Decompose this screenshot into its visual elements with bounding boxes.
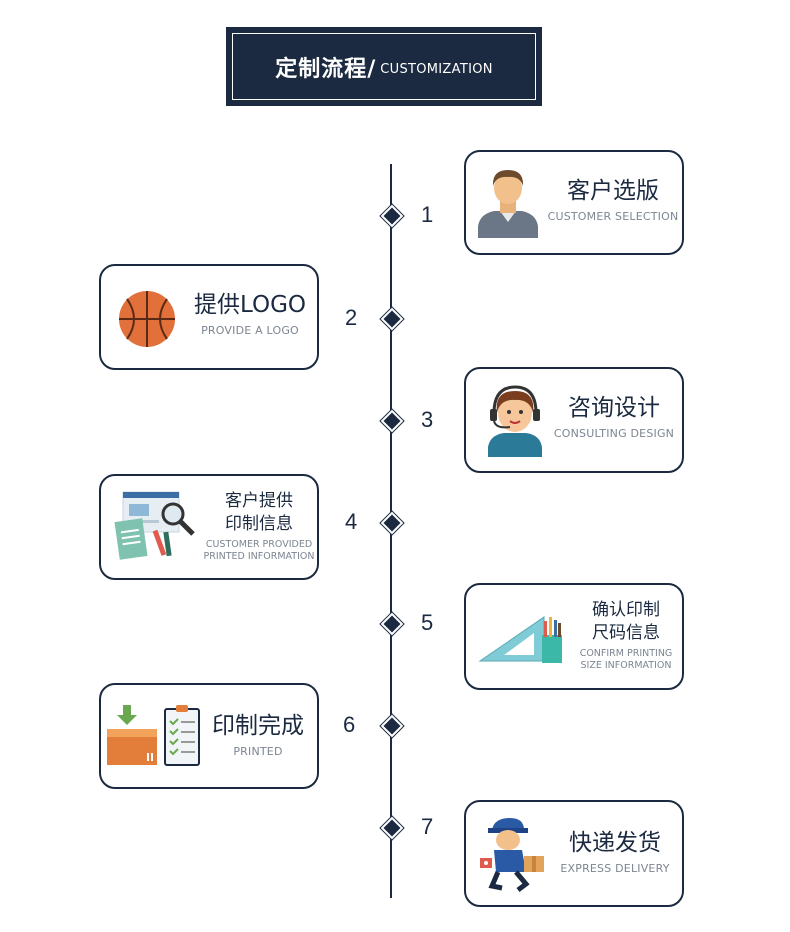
step-title-cn-line1: 客户提供 bbox=[225, 491, 293, 511]
customer-person-icon bbox=[478, 170, 538, 238]
step-title-cn: 快递发货 bbox=[569, 830, 661, 856]
step-text-7: 快递发货 EXPRESS DELIVERY bbox=[548, 830, 682, 875]
documents-magnifier-icon bbox=[114, 491, 195, 560]
step-title-en-line1: CONFIRM PRINTING bbox=[579, 647, 673, 659]
step-card-printed: 印制完成 PRINTED bbox=[99, 683, 319, 789]
step-title-cn: 提供LOGO bbox=[193, 292, 307, 318]
step-card-consulting-design: 咨询设计 CONSULTING DESIGN bbox=[464, 367, 684, 473]
step-card-provide-print-info: 客户提供 印制信息 CUSTOMER PROVIDED PRINTED INFO… bbox=[99, 474, 319, 580]
box-checklist-icon bbox=[107, 705, 200, 766]
step-number-3: 3 bbox=[421, 407, 434, 432]
step-title-cn: 咨询设计 bbox=[568, 395, 660, 421]
step-title-cn-line1: 确认印制 bbox=[592, 600, 660, 620]
ruler-pencils-icon bbox=[478, 616, 562, 663]
step-text-6: 印制完成 PRINTED bbox=[205, 713, 311, 758]
step-title-en-line1: CUSTOMER PROVIDED bbox=[205, 538, 313, 550]
timeline-marker-5 bbox=[380, 612, 404, 636]
timeline-marker-7 bbox=[380, 816, 404, 840]
courier-icon bbox=[480, 818, 544, 892]
step-title-en-line2: SIZE INFORMATION bbox=[580, 659, 672, 671]
step-title-cn-line2: 尺码信息 bbox=[592, 622, 660, 643]
step-title-en-line2: PRINTED INFORMATION bbox=[203, 550, 315, 562]
step-number-2: 2 bbox=[345, 305, 358, 330]
timeline-marker-6 bbox=[380, 714, 404, 738]
step-number-7: 7 bbox=[421, 814, 434, 839]
step-number-5: 5 bbox=[421, 610, 434, 635]
step-card-confirm-size-info: 确认印制 尺码信息 CONFIRM PRINTING SIZE INFORMAT… bbox=[464, 583, 684, 690]
step-number-4: 4 bbox=[345, 509, 358, 534]
step-card-provide-logo: 提供LOGO PROVIDE A LOGO bbox=[99, 264, 319, 370]
page-header: 定制流程/ CUSTOMIZATION bbox=[226, 27, 542, 106]
step-number-1: 1 bbox=[421, 202, 434, 227]
headset-consultant-icon bbox=[488, 385, 542, 457]
timeline-marker-2 bbox=[380, 307, 404, 331]
step-title-en: CONSULTING DESIGN bbox=[553, 426, 675, 440]
step-card-customer-selection: 客户选版 CUSTOMER SELECTION bbox=[464, 150, 684, 255]
timeline-marker-3 bbox=[380, 409, 404, 433]
header-frame: 定制流程/ CUSTOMIZATION bbox=[232, 33, 536, 100]
step-text-2: 提供LOGO PROVIDE A LOGO bbox=[183, 292, 317, 337]
timeline-marker-4 bbox=[380, 511, 404, 535]
step-title-cn: 客户选版 bbox=[567, 178, 659, 204]
step-title-en: PROVIDE A LOGO bbox=[201, 323, 299, 337]
step-title-cn: 印制完成 bbox=[212, 713, 304, 739]
step-text-1: 客户选版 CUSTOMER SELECTION bbox=[546, 178, 680, 223]
step-text-3: 咨询设计 CONSULTING DESIGN bbox=[546, 395, 682, 440]
step-text-4: 客户提供 印制信息 CUSTOMER PROVIDED PRINTED INFO… bbox=[201, 490, 317, 563]
step-text-5: 确认印制 尺码信息 CONFIRM PRINTING SIZE INFORMAT… bbox=[570, 599, 682, 672]
timeline-marker-1 bbox=[380, 204, 404, 228]
step-title-en: CUSTOMER SELECTION bbox=[547, 209, 679, 223]
header-title-en: CUSTOMIZATION bbox=[380, 62, 493, 77]
header-title-cn: 定制流程/ bbox=[275, 56, 377, 82]
step-number-6: 6 bbox=[343, 712, 356, 737]
basketball-icon bbox=[119, 291, 175, 347]
step-card-express-delivery: 快递发货 EXPRESS DELIVERY bbox=[464, 800, 684, 907]
step-title-en: EXPRESS DELIVERY bbox=[560, 861, 670, 875]
step-title-en: PRINTED bbox=[233, 744, 283, 758]
step-title-cn-line2: 印制信息 bbox=[225, 513, 293, 534]
